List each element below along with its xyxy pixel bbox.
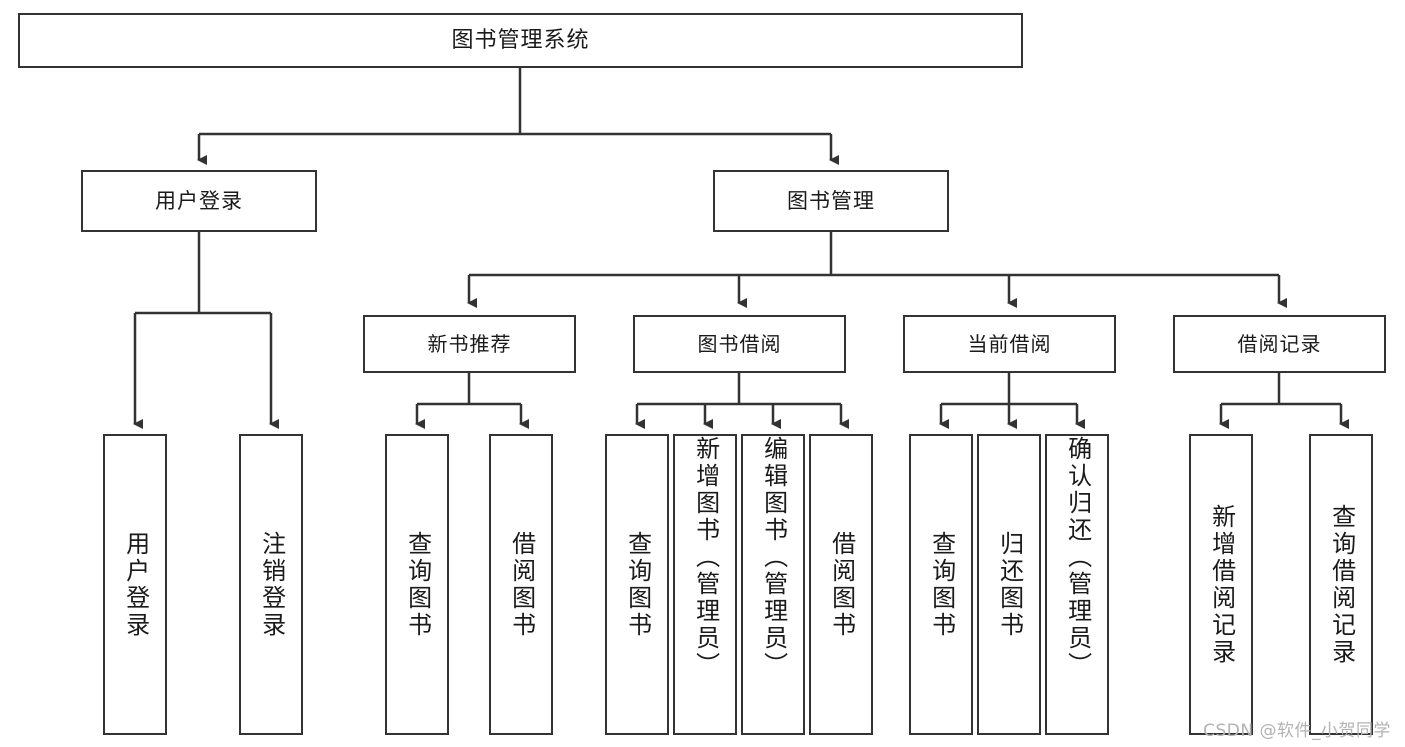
leaf-confirm-return-admin[interactable]: 确认归还（管理员） xyxy=(1045,434,1109,735)
leaf-borrow-book[interactable]: 借阅图书 xyxy=(809,434,873,735)
node-label: 借阅图书 xyxy=(827,530,856,639)
node-label: 借阅记录 xyxy=(1237,331,1322,356)
node-current-borrow[interactable]: 当前借阅 xyxy=(903,315,1116,373)
node-label: 查询借阅记录 xyxy=(1327,503,1356,666)
leaf-query-book-borrow[interactable]: 查询图书 xyxy=(605,434,669,735)
node-label: 用户登录 xyxy=(155,188,243,213)
node-label: 图书借阅 xyxy=(697,331,782,356)
node-label: 借阅图书 xyxy=(507,530,536,639)
node-label: 图书管理系统 xyxy=(451,27,590,53)
node-label: 查询图书 xyxy=(403,530,432,639)
node-label: 查询图书 xyxy=(927,530,956,639)
node-label: 确认归还（管理员） xyxy=(1063,436,1092,679)
node-label: 当前借阅 xyxy=(967,331,1052,356)
node-label: 图书管理 xyxy=(787,188,875,213)
leaf-add-book-admin[interactable]: 新增图书（管理员） xyxy=(673,434,737,735)
node-label: 编辑图书（管理员） xyxy=(759,436,788,679)
node-user-login[interactable]: 用户登录 xyxy=(81,170,317,232)
leaf-edit-book-admin[interactable]: 编辑图书（管理员） xyxy=(741,434,805,735)
leaf-user-logout[interactable]: 注销登录 xyxy=(239,434,303,735)
node-label: 新增借阅记录 xyxy=(1207,503,1236,666)
leaf-add-borrow-record[interactable]: 新增借阅记录 xyxy=(1189,434,1253,735)
leaf-user-login[interactable]: 用户登录 xyxy=(103,434,167,735)
node-borrow-record[interactable]: 借阅记录 xyxy=(1173,315,1386,373)
leaf-borrow-book-recommend[interactable]: 借阅图书 xyxy=(489,434,553,735)
node-book-management[interactable]: 图书管理 xyxy=(713,170,949,232)
leaf-query-book-current[interactable]: 查询图书 xyxy=(909,434,973,735)
node-label: 用户登录 xyxy=(121,530,150,639)
node-label: 新书推荐 xyxy=(427,331,512,356)
node-root-system[interactable]: 图书管理系统 xyxy=(18,13,1023,68)
leaf-return-book[interactable]: 归还图书 xyxy=(977,434,1041,735)
node-label: 注销登录 xyxy=(257,530,286,639)
node-book-borrow[interactable]: 图书借阅 xyxy=(633,315,846,373)
leaf-query-borrow-record[interactable]: 查询借阅记录 xyxy=(1309,434,1373,735)
node-label: 新增图书（管理员） xyxy=(691,436,720,679)
node-label: 查询图书 xyxy=(623,530,652,639)
node-new-book-recommend[interactable]: 新书推荐 xyxy=(363,315,576,373)
leaf-query-book-recommend[interactable]: 查询图书 xyxy=(385,434,449,735)
node-label: 归还图书 xyxy=(995,530,1024,639)
